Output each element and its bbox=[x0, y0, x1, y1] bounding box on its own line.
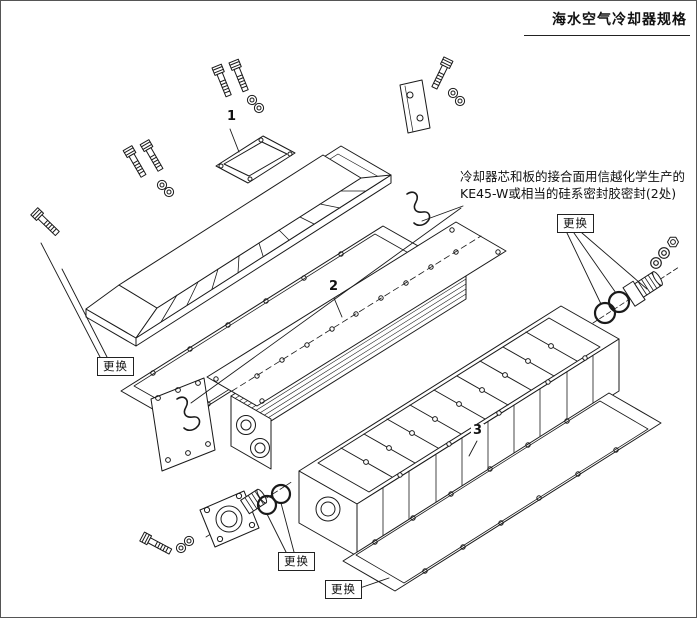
washer-icon bbox=[454, 95, 466, 107]
sealant-bead-mark bbox=[406, 191, 431, 227]
replace-label-left: 更换 bbox=[97, 357, 134, 377]
end-plate bbox=[150, 377, 216, 472]
sealant-note-line1: 冷却器芯和板的接合面用信越化学生产的 bbox=[460, 169, 686, 184]
mounting-bracket bbox=[399, 79, 431, 134]
cover-inlet-scoop bbox=[215, 135, 296, 184]
washer-icon bbox=[650, 257, 662, 269]
lower-gasket bbox=[342, 392, 662, 592]
callout-part-3: 3 bbox=[471, 423, 485, 439]
replace-label-bottom-2: 更换 bbox=[325, 580, 362, 600]
sealant-note-line2: KE45-W或相当的硅系密封胶密封(2处) bbox=[460, 185, 677, 201]
top-cover bbox=[85, 135, 392, 347]
threaded-nipple bbox=[240, 488, 268, 515]
sealant-bead-mark bbox=[176, 396, 201, 432]
core-top-plate bbox=[206, 221, 507, 407]
gasket-bolt-holes bbox=[372, 418, 619, 574]
plate-bolt-holes bbox=[213, 227, 501, 404]
bolt-icon bbox=[429, 56, 454, 91]
o-ring-icon bbox=[270, 483, 292, 505]
bolt-icon bbox=[139, 531, 174, 557]
bolt-icon bbox=[30, 207, 62, 238]
washer-icon bbox=[253, 102, 265, 114]
housing-flange-holes bbox=[397, 355, 588, 478]
drain-flange-assembly bbox=[199, 480, 294, 548]
core-water-ports bbox=[236, 415, 270, 458]
washer-icon bbox=[183, 535, 195, 547]
lower-housing bbox=[298, 305, 620, 557]
washer-icon bbox=[658, 247, 670, 259]
replace-label-right: 更换 bbox=[557, 214, 594, 234]
washer-icon bbox=[163, 186, 175, 198]
cover-ribs bbox=[160, 190, 366, 323]
washer-icon bbox=[175, 542, 187, 554]
sealant-note: 冷却器芯和板的接合面用信越化学生产的 KE45-W或相当的硅系密封胶密封(2处) bbox=[460, 169, 685, 203]
nut-icon bbox=[667, 236, 679, 248]
bolt-icon bbox=[139, 139, 166, 173]
washer-icon bbox=[156, 179, 168, 191]
threaded-connector bbox=[622, 271, 663, 307]
o-ring-icon bbox=[607, 290, 631, 314]
callout-part-2: 2 bbox=[327, 279, 341, 295]
housing-front-ribs bbox=[382, 355, 594, 541]
housing-ribs bbox=[340, 331, 578, 478]
washer-icon bbox=[246, 94, 258, 106]
washer-icon bbox=[447, 87, 459, 99]
pipe-connector-assembly bbox=[592, 236, 680, 325]
leader-lines bbox=[40, 128, 648, 590]
page-title: 海水空气冷却器规格 bbox=[524, 9, 690, 36]
bolt-icon bbox=[228, 58, 251, 94]
o-ring-icon bbox=[593, 301, 617, 325]
bolt-icon bbox=[211, 63, 234, 99]
callout-part-1: 1 bbox=[225, 109, 239, 125]
replace-label-bottom-1: 更换 bbox=[278, 552, 315, 572]
